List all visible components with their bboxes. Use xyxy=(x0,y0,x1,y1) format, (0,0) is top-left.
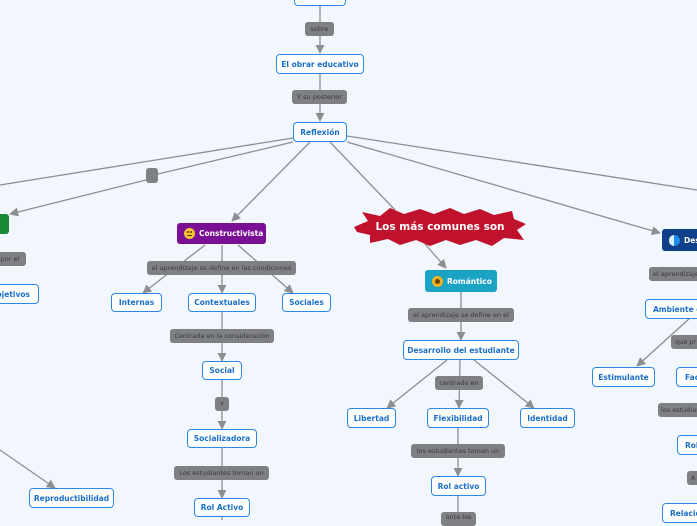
category-romantico[interactable]: Romántico xyxy=(425,270,497,292)
label-condiciones: el aprendizaje se define en las condicio… xyxy=(147,261,296,275)
label-por-el: por el xyxy=(0,252,26,266)
label-aprendizaje-define: el aprendizaje se define en el xyxy=(408,308,514,322)
node-contextuales[interactable]: Contextuales xyxy=(188,293,256,312)
burst-shape xyxy=(354,208,526,246)
node-relacion[interactable]: Relación xyxy=(662,503,697,523)
label-empty xyxy=(146,168,158,183)
label-a: A xyxy=(687,471,697,485)
label-estudiantes-toman-romantico: los estudiantes toman un xyxy=(411,444,505,458)
node-desarrollo-estudiante[interactable]: Desarrollo del estudiante xyxy=(403,340,519,360)
node-rol-activo-constructivista[interactable]: Rol Activo xyxy=(194,498,250,517)
node-objetivos[interactable]: Objetivos xyxy=(0,284,39,304)
node-socializadora[interactable]: Socializadora xyxy=(187,429,257,448)
node-estimulante[interactable]: Estimulante xyxy=(592,367,655,387)
node-internas[interactable]: Internas xyxy=(111,293,162,312)
label-y: Y xyxy=(215,397,229,411)
node-ambiente[interactable]: Ambiente de xyxy=(645,299,697,319)
burst-los-mas-comunes-son[interactable]: Los más comunes son xyxy=(375,221,505,233)
globe-icon xyxy=(669,234,680,246)
node-el-obrar-educativo[interactable]: El obrar educativo xyxy=(276,54,364,74)
label-los-estudiantes: los estudiantes xyxy=(658,403,697,417)
category-constructivista-label: Constructivista xyxy=(199,229,264,238)
node-objetivos-label: Objetivos xyxy=(0,289,30,299)
category-conductista-partial[interactable] xyxy=(0,214,9,234)
label-estudiantes-toman: Los estudiantes toman un xyxy=(174,466,269,480)
node-rol-activo-romantico[interactable]: Rol activo xyxy=(431,476,486,496)
thinking-face-icon xyxy=(184,228,195,239)
category-romantico-label: Romántico xyxy=(447,276,492,286)
node-reproductibilidad[interactable]: Reproductibilidad xyxy=(29,488,114,508)
label-y-su-posterior: Y su posterior xyxy=(292,90,347,104)
node-flexibilidad[interactable]: Flexibilidad xyxy=(427,408,489,428)
label-sobre: sobre xyxy=(305,22,334,36)
label-centrada-consideracion: Centrada en la consideración xyxy=(170,329,274,343)
category-constructivista[interactable]: Constructivista xyxy=(177,223,266,244)
node-fac[interactable]: Fac xyxy=(676,367,697,387)
node-social[interactable]: Social xyxy=(202,361,242,380)
sunflower-icon xyxy=(432,275,443,287)
node-sociales[interactable]: Sociales xyxy=(282,293,331,312)
node-reflexion[interactable]: Reflexión xyxy=(293,122,347,142)
node-identidad[interactable]: Identidad xyxy=(520,408,575,428)
node-libertad[interactable]: Libertad xyxy=(347,408,396,428)
node-top-partial[interactable] xyxy=(294,0,346,6)
category-desarrollista-label: Desarrollista xyxy=(684,235,697,245)
label-centrado-en: centrado en xyxy=(435,376,483,390)
category-desarrollista[interactable]: Desarrollista xyxy=(662,229,697,251)
label-que-pr: que pr xyxy=(671,335,697,349)
label-ante-los: ante los xyxy=(441,512,476,526)
node-rol-desarrollista[interactable]: Rol xyxy=(677,435,697,455)
label-el-aprendizaje: el aprendizaje xyxy=(649,267,697,281)
